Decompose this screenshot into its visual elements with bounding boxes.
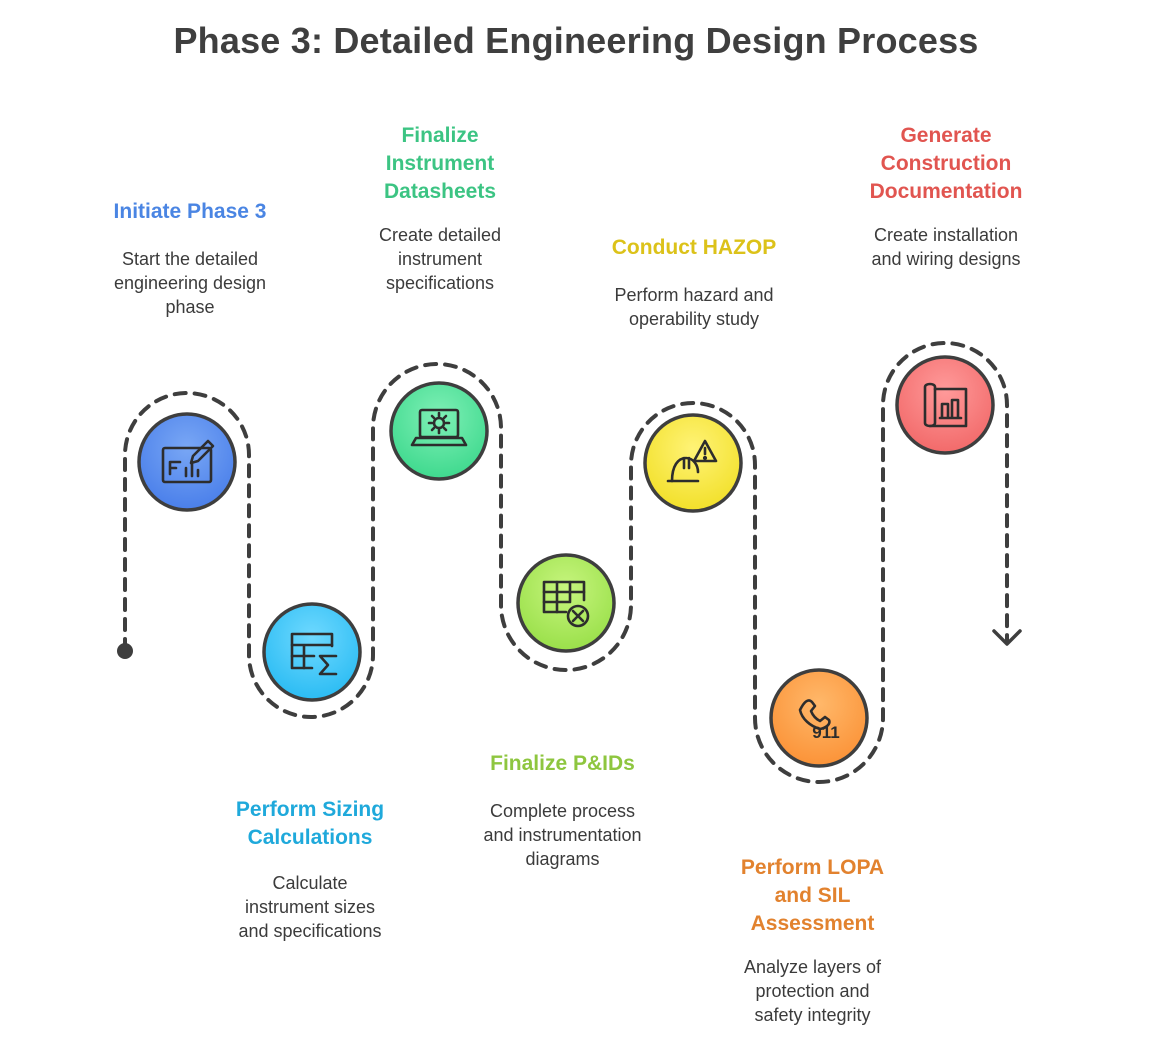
step-2-title: Perform Sizing Calculations (235, 798, 385, 849)
step-2-node (262, 602, 362, 702)
step-5-node (643, 413, 743, 513)
blueprint-roll-icon (923, 382, 968, 428)
emergency-number-label: 911 (812, 723, 839, 742)
step-5-description: Perform hazard and operability study (614, 285, 774, 329)
step-7-title: Generate Construction Documentation (869, 124, 1023, 203)
page-title: Phase 3: Detailed Engineering Design Pro… (173, 20, 979, 61)
step-3-description: Create detailed instrument specification… (378, 225, 502, 293)
step-6-title: Perform LOPA and SIL Assessment (740, 856, 885, 935)
laptop-gear-icon (410, 408, 468, 447)
step-1-node (137, 412, 237, 512)
step-4-title: Finalize P&IDs (490, 752, 635, 775)
step-5-title: Conduct HAZOP (611, 236, 777, 259)
step-7-node (895, 355, 995, 455)
hardhat-warning-icon (666, 439, 718, 483)
step-4-description: Complete process and instrumentation dia… (483, 801, 642, 869)
phone-911-icon: 911 (798, 699, 840, 742)
step-3-node (389, 381, 489, 481)
step-1-description: Start the detailed engineering design ph… (113, 249, 267, 317)
step-4-node (516, 553, 616, 653)
step-1-title: Initiate Phase 3 (113, 200, 267, 223)
start-dot (117, 643, 133, 659)
table-cancel-icon (542, 580, 590, 628)
step-3-title: Finalize Instrument Datasheets (383, 124, 497, 203)
step-6-description: Analyze layers of protection and safety … (743, 957, 882, 1025)
step-7-description: Create installation and wiring designs (871, 225, 1021, 269)
blueprint-pencil-icon (161, 439, 215, 484)
table-sigma-icon (290, 632, 338, 676)
step-6-node: 911 (769, 668, 869, 768)
step-2-description: Calculate instrument sizes and specifica… (238, 873, 382, 941)
end-arrow-icon (992, 629, 1022, 646)
dashed-connector-path (123, 341, 1009, 784)
